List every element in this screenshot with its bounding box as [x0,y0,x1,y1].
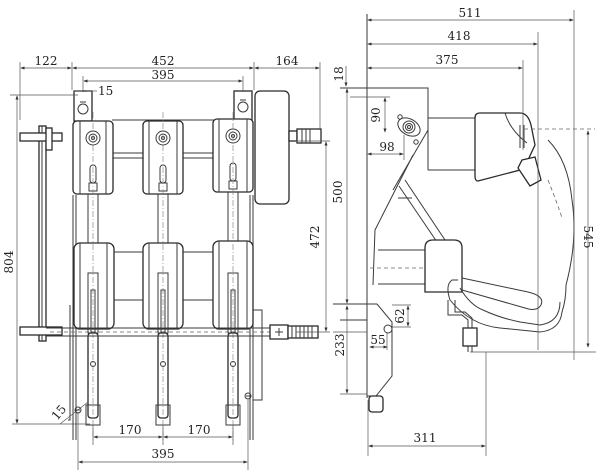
dim-418: 418 [448,29,471,43]
dim-98: 98 [379,140,394,154]
operating-box [254,90,322,205]
pole-2 [142,112,184,440]
switch-blade [447,139,575,352]
support-frame [370,154,446,286]
dim-511: 511 [459,6,482,20]
dim-15-hole: 15 [49,402,70,423]
dim-804: 804 [2,250,16,273]
side-dimensions: 511 418 375 18 90 98 500 54 [331,6,596,456]
dim-311: 311 [414,431,437,445]
dim-55: 55 [370,333,385,347]
dim-395-bottom: 395 [152,447,175,461]
dim-15-top: 15 [98,84,113,98]
lower-insulator [424,239,463,293]
dim-233: 233 [333,334,347,357]
dim-375: 375 [436,53,459,67]
side-view: 511 418 375 18 90 98 500 54 [331,6,596,456]
dim-90: 90 [369,107,383,122]
dim-170-left: 170 [119,423,142,437]
lower-bracket [340,303,393,413]
dim-170-right: 170 [188,423,211,437]
mounting-lug-left [73,90,93,122]
handle-bar [19,125,63,342]
dim-395-top: 395 [152,68,175,82]
dim-164: 164 [276,54,299,68]
front-view: 122 452 395 15 164 804 472 [2,54,330,470]
upper-insulator [427,112,542,187]
dim-62: 62 [393,308,407,323]
dim-452: 452 [152,54,175,68]
dim-500: 500 [331,181,345,204]
pole-3 [212,112,254,440]
dim-122: 122 [35,54,58,68]
pole-1 [72,112,115,440]
dim-472: 472 [308,226,322,249]
dim-18: 18 [332,66,346,81]
dim-545: 545 [581,226,595,249]
mounting-lug-right [233,90,253,122]
